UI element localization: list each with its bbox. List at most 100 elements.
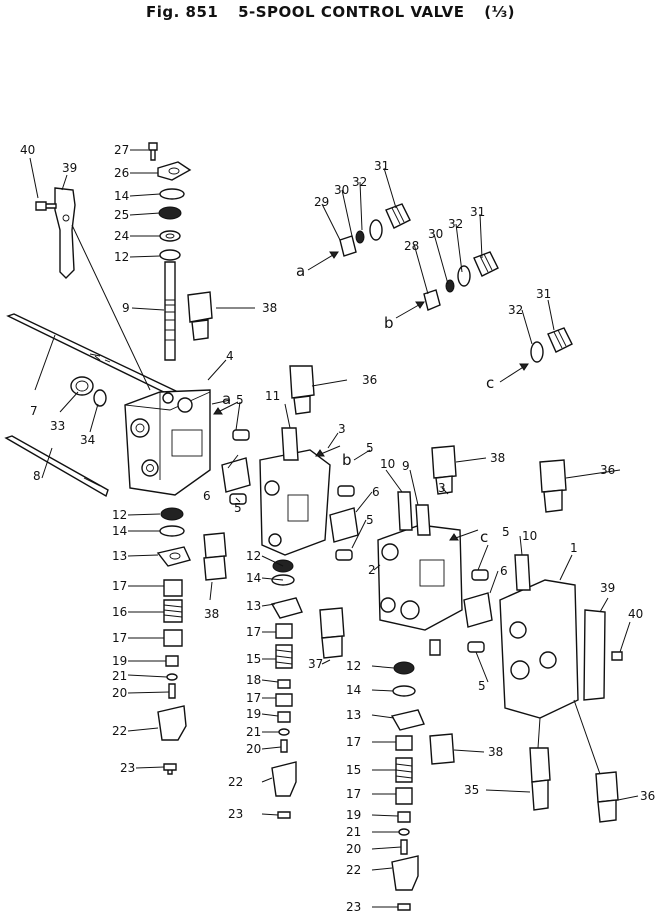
- callout: 14: [114, 189, 129, 203]
- spool-9-b: [415, 504, 431, 536]
- callout: 5: [234, 501, 242, 515]
- o-ring-34: [93, 389, 107, 407]
- callout: 15: [346, 763, 361, 777]
- callout: 30: [428, 227, 443, 241]
- seal-5-c: [337, 485, 355, 497]
- bracket-39-right: [583, 609, 606, 701]
- callout: 19: [346, 808, 361, 822]
- housing-1: [499, 579, 579, 719]
- callout: 12: [112, 508, 127, 522]
- retainer-17-b: [163, 629, 183, 647]
- callout: 31: [470, 205, 485, 219]
- page-title: Fig. 851 5-SPOOL CONTROL VALVE (⅓): [0, 3, 661, 21]
- callout: 14: [112, 524, 127, 538]
- washer-25: [158, 206, 182, 220]
- callout: 17: [112, 631, 127, 645]
- callout: 17: [346, 787, 361, 801]
- plate-13: [156, 546, 191, 567]
- callout: 20: [346, 842, 361, 856]
- callout: c: [480, 528, 488, 546]
- callout: 22: [112, 724, 127, 738]
- callout: 38: [204, 607, 219, 621]
- callout: 5: [502, 525, 510, 539]
- plug-31-a: [385, 203, 411, 229]
- callout: 23: [346, 900, 361, 914]
- plug-28: [423, 289, 441, 311]
- plug-31-b: [473, 251, 499, 277]
- o-ring-14: [159, 188, 185, 200]
- callout: 2: [368, 563, 376, 577]
- figure-name: 5-SPOOL CONTROL VALVE: [238, 3, 465, 21]
- callout: 26: [114, 166, 129, 180]
- relief-valve-38-upper: [187, 291, 213, 323]
- callout: 36: [362, 373, 377, 387]
- spool-10: [397, 491, 413, 531]
- callout: a: [296, 262, 305, 280]
- screw-27: [148, 142, 158, 161]
- callout: 36: [600, 463, 615, 477]
- spacer-19: [165, 655, 179, 667]
- callout: 32: [508, 303, 523, 317]
- callout: 6: [372, 485, 380, 499]
- callout: 5: [366, 513, 374, 527]
- seal-6-a: [221, 457, 251, 493]
- relief-valve-37: [319, 607, 345, 639]
- callout: b: [342, 451, 352, 469]
- washer-21: [166, 673, 178, 681]
- callout: 9: [122, 301, 130, 315]
- bolt-40-right: [611, 651, 623, 661]
- housing-3: [259, 449, 331, 556]
- callout: 22: [228, 775, 243, 789]
- callout: 36: [640, 789, 655, 803]
- tie-bolt-8: [4, 435, 109, 498]
- callout: 32: [448, 217, 463, 231]
- relief-valve-36: [289, 365, 315, 399]
- relief-valve-36-right: [539, 459, 567, 493]
- callout: 17: [246, 625, 261, 639]
- callout: 35: [464, 783, 479, 797]
- spool-9: [164, 261, 176, 361]
- figure-sheet: (⅓): [484, 3, 515, 21]
- wiper-12: [159, 249, 181, 261]
- figure-number: Fig. 851: [146, 3, 219, 21]
- callout: 15: [246, 652, 261, 666]
- callout: 34: [80, 433, 95, 447]
- callout: 12: [246, 549, 261, 563]
- seal-6-b: [329, 507, 359, 543]
- seal-5-b: [229, 493, 247, 505]
- seal-5-a: [232, 429, 250, 441]
- spool-10-right: [514, 554, 531, 591]
- callout: 16: [112, 605, 127, 619]
- callout: 10: [380, 457, 395, 471]
- wiper-12-lower: [160, 507, 184, 521]
- callout: 13: [112, 549, 127, 563]
- callout: 3: [338, 422, 346, 436]
- seal-24: [159, 230, 181, 242]
- o-ring-32-a: [369, 219, 383, 241]
- callout: c: [486, 374, 494, 392]
- callout: 31: [536, 287, 551, 301]
- callout: 12: [346, 659, 361, 673]
- bolt-40: [35, 201, 57, 211]
- callout: 23: [120, 761, 135, 775]
- callout: 14: [246, 571, 261, 585]
- callout: 12: [114, 250, 129, 264]
- spool-11: [281, 427, 299, 461]
- callout: 29: [314, 195, 329, 209]
- callout: 22: [346, 863, 361, 877]
- callout: 5: [236, 393, 244, 407]
- callout: 39: [62, 161, 77, 175]
- callout: 38: [490, 451, 505, 465]
- callout: 6: [203, 489, 211, 503]
- relief-valve-38-bottom: [429, 733, 455, 765]
- valve-section-4: [4, 142, 227, 775]
- cap-22: [157, 705, 187, 741]
- relief-valve-36-bottom: [595, 771, 619, 803]
- callout: 9: [402, 459, 410, 473]
- relief-valve-38-lower: [203, 532, 227, 559]
- callout: 40: [628, 607, 643, 621]
- callout: 5: [478, 679, 486, 693]
- callout: 25: [114, 208, 129, 222]
- callout-labels: 40 39 27 26 14 25 24 12 9 38 4 5 6 5 7 3…: [20, 143, 655, 914]
